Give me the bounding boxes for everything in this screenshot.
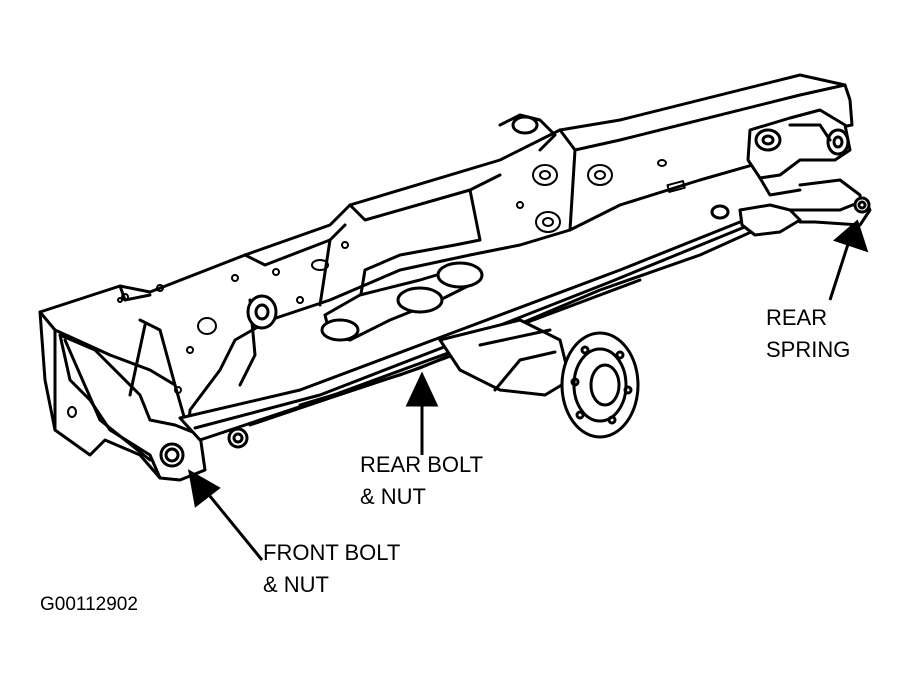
- rear-bolt-label-line2: & NUT: [360, 484, 426, 509]
- arrow-rear-spring: [828, 219, 869, 301]
- axle-assembly: [438, 318, 640, 439]
- rear-spring-label: REAR SPRING: [766, 302, 850, 366]
- rear-spring-label-line2: SPRING: [766, 337, 851, 362]
- arrow-front-bolt: [187, 469, 264, 561]
- front-bolt-label-line2: & NUT: [263, 572, 329, 597]
- front-bolt-label-line1: FRONT BOLT: [263, 540, 401, 565]
- bushing: [246, 204, 730, 330]
- rear-bolt-label: REAR BOLT & NUT: [360, 449, 483, 513]
- arrow-rear-bolt: [405, 371, 439, 455]
- rear-spring-label-line1: REAR: [766, 305, 828, 330]
- crossmember: [320, 113, 557, 342]
- frame-rail: [38, 73, 854, 480]
- figure-id: G00112902: [40, 594, 138, 615]
- rear-bolt-label-line1: REAR BOLT: [360, 452, 484, 477]
- front-bolt-label: FRONT BOLT & NUT: [263, 537, 400, 601]
- arrows: [187, 219, 869, 561]
- rear-shackle: [746, 108, 852, 197]
